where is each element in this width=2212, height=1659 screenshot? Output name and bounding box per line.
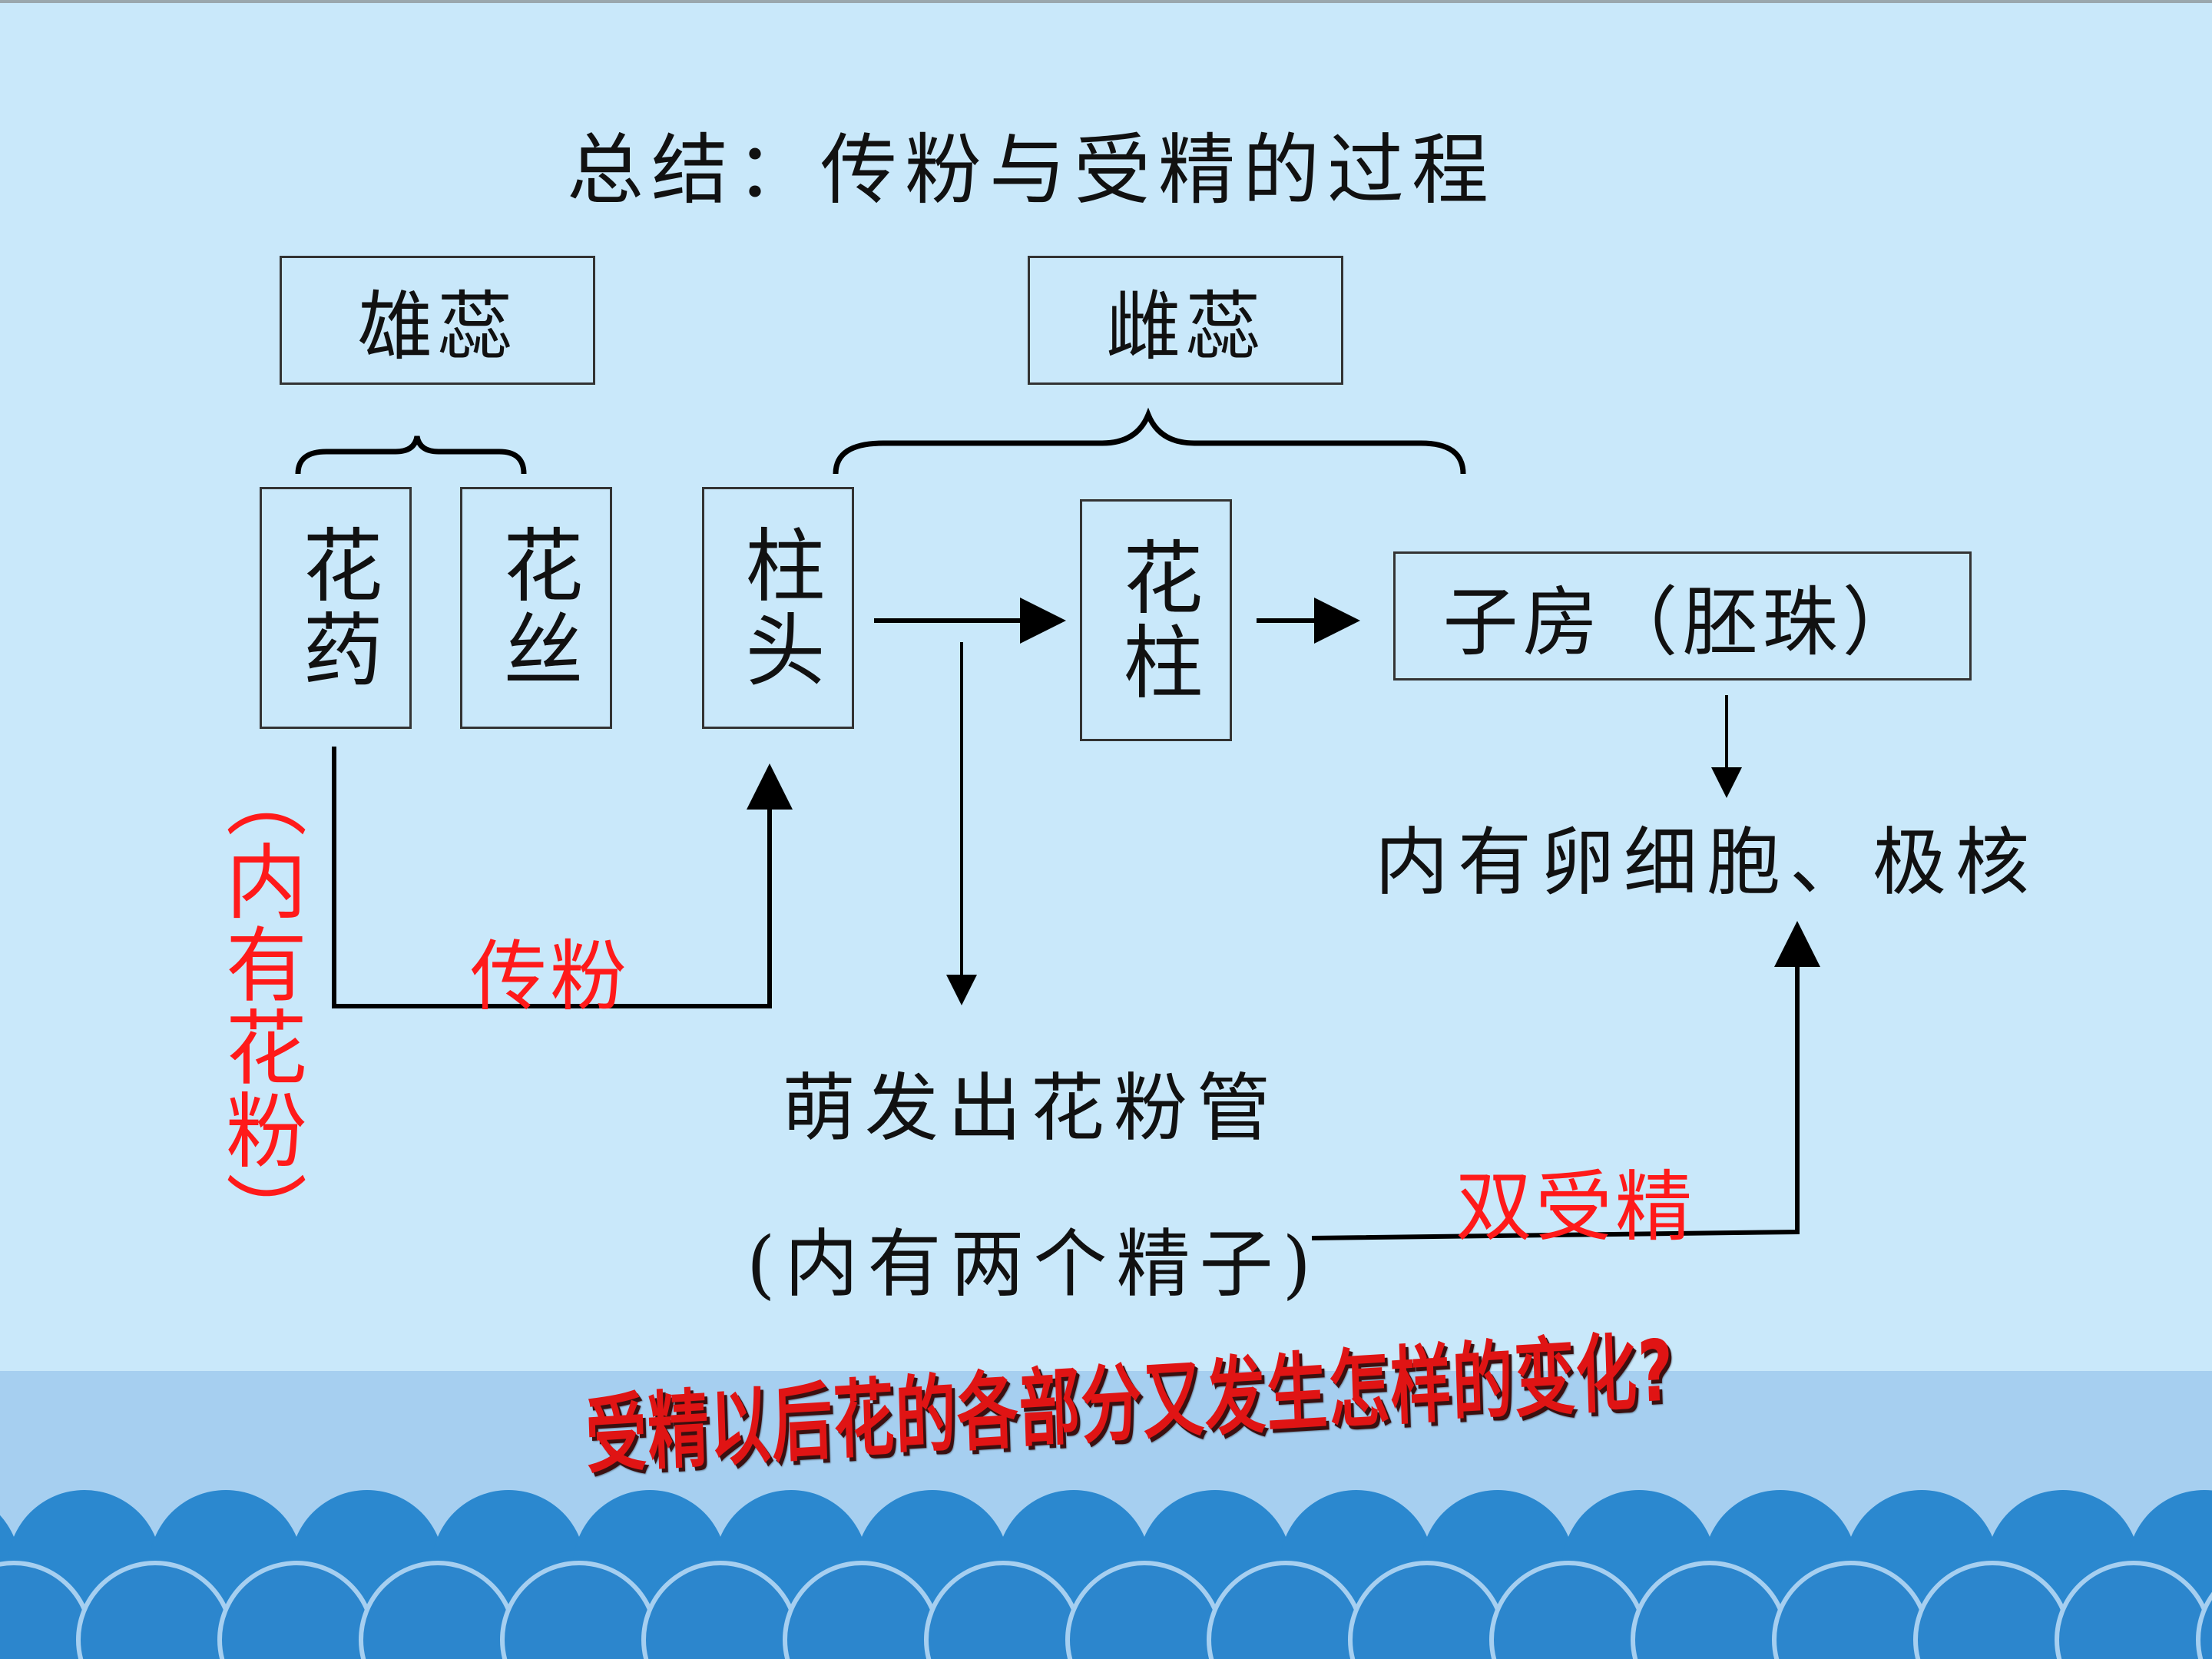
pistil-label: 雌蕊 [1105,283,1266,371]
anther-label: 花药 [289,523,382,693]
top-border [0,0,2212,3]
ovary-contents-note: 内有卵细胞、极核 [1375,820,2038,906]
pollen-note: （内有花粉） [212,757,306,1254]
pollen-tube-note: 萌发出花粉管 [782,1065,1280,1151]
ovary-box: 子房（胚珠） [1393,551,1972,680]
pollination-label: 传粉 [470,932,630,1022]
style-box: 花柱 [1080,499,1232,741]
stamen-label: 雄蕊 [357,283,518,371]
pollination-path [332,747,793,1008]
ovary-label: 子房（胚珠） [1442,579,1922,667]
pistil-box: 雌蕊 [1028,256,1343,385]
sperm-note: (内有两个精子) [747,1221,1320,1307]
slide-title: 总结：传粉与受精的过程 [567,125,1496,215]
stigma-label: 柱头 [731,523,825,693]
pistil-brace [833,407,1466,475]
double-fertilization-path [1311,921,1820,1240]
filament-box: 花丝 [460,487,612,729]
stigma-box: 柱头 [702,487,854,729]
wave-bump-front [2196,1591,2212,1659]
stamen-brace [295,435,527,475]
stamen-box: 雄蕊 [280,256,595,385]
double-fertilization-label: 双受精 [1455,1162,1695,1252]
anther-box: 花药 [260,487,412,729]
style-label: 花柱 [1109,535,1203,705]
filament-label: 花丝 [489,523,583,693]
